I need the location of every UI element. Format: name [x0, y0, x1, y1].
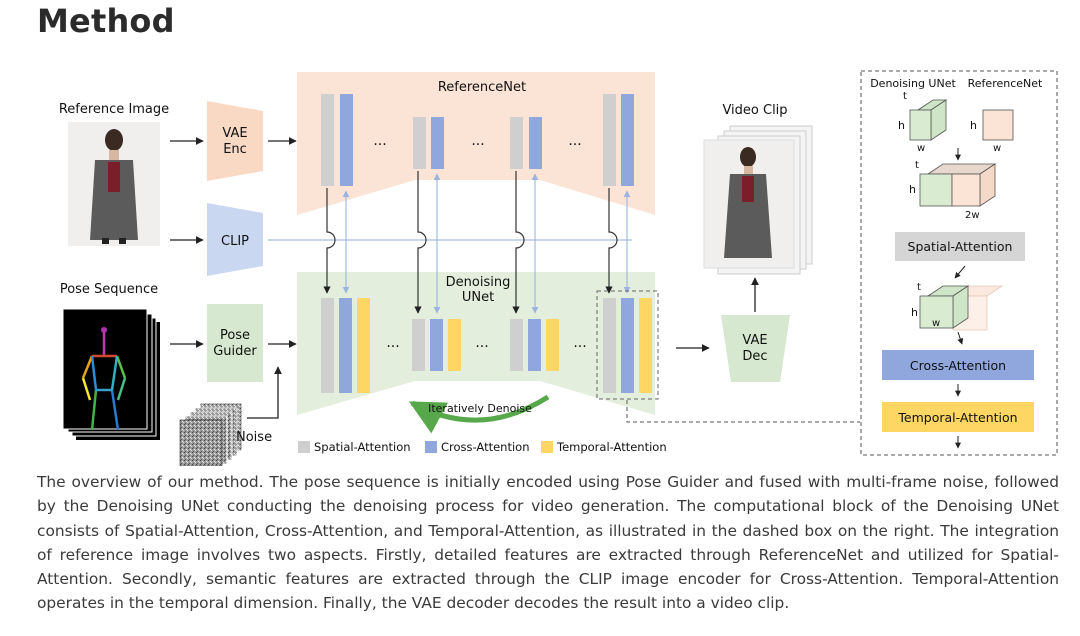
vae-dec-label-line2: Dec: [742, 349, 767, 364]
legend-cross-label: Cross-Attention: [441, 440, 530, 454]
detail-dim-h-2: h: [970, 119, 977, 132]
pose-guider-label-line1: Pose: [220, 328, 250, 343]
detail-dim-h-4: h: [911, 306, 918, 319]
unet-block-2: [412, 319, 461, 371]
detail-cross-attention-box: [882, 350, 1034, 380]
reference-image-label: Reference Image: [59, 102, 169, 117]
unet-block-dashed-highlight: [596, 290, 659, 400]
detail-spatial-attention-box: [895, 232, 1025, 261]
detail-dim-w-3: w: [932, 318, 940, 329]
iteratively-denoise-arrow: [408, 394, 550, 434]
detail-dim-t-2: t: [915, 160, 919, 171]
method-diagram: ReferenceNet Denoising UNet Reference Im…: [59, 70, 1058, 466]
detail-temporal-attention-box: [882, 402, 1034, 432]
pose-guider: [207, 304, 263, 382]
vae-decoder: [721, 315, 790, 382]
detail-referencenet-label: ReferenceNet: [968, 77, 1043, 90]
detail-concat-cube: [919, 163, 997, 207]
legend-spatial-label: Spatial-Attention: [314, 440, 411, 454]
legend-temporal-label: Temporal-Attention: [556, 440, 667, 454]
detail-dim-t-1: t: [903, 91, 907, 102]
pose-guider-label-line2: Guider: [213, 344, 257, 359]
unet-block-4: [603, 298, 652, 393]
reference-image: [68, 122, 160, 246]
detail-referencenet-square: [982, 109, 1014, 141]
legend-spatial-swatch: [298, 441, 310, 453]
referencenet-background: [297, 72, 655, 215]
referencenet-block-4: [603, 94, 634, 186]
unet-ellipsis-3: ...: [573, 335, 586, 351]
detail-temporal-attention-label: Temporal-Attention: [897, 410, 1017, 425]
denoising-unet-label-line1: Denoising: [446, 275, 511, 290]
detail-unet-cube: [909, 99, 948, 141]
unet-block-1: [321, 298, 370, 393]
detail-spatial-attention-label: Spatial-Attention: [908, 239, 1013, 254]
referencenet-block-3: [510, 117, 542, 169]
unet-ellipsis-2: ...: [475, 335, 488, 351]
denoising-unet-background: [297, 272, 655, 415]
detail-dim-w-1: w: [917, 143, 925, 154]
vae-enc-label-line1: VAE: [222, 126, 247, 141]
video-clip-label: Video Clip: [722, 103, 787, 118]
legend-temporal-swatch: [541, 441, 553, 453]
detail-spatial-output-cube: [919, 285, 1004, 331]
detail-dim-t-3: t: [917, 282, 921, 293]
detail-dim-h-3: h: [909, 183, 916, 196]
referencenet-block-2: [413, 117, 444, 169]
figure-caption: The overview of our method. The pose seq…: [37, 473, 1059, 613]
pose-sequence-stack: [62, 308, 160, 440]
vae-encoder: [207, 101, 263, 181]
referencenet-ellipsis-2: ...: [471, 133, 484, 149]
clip-label: CLIP: [221, 234, 249, 249]
method-figure: ReferenceNet Denoising UNet Reference Im…: [0, 58, 1080, 466]
legend-cross-swatch: [425, 441, 437, 453]
video-clip-stack: [703, 125, 813, 275]
referencenet-ellipsis-3: ...: [568, 133, 581, 149]
referencenet-to-unet-arrows: [323, 171, 618, 314]
referencenet-label: ReferenceNet: [438, 80, 526, 95]
iteratively-denoise-label: Iteratively Denoise: [428, 402, 532, 415]
detail-dim-2w: 2w: [965, 210, 980, 221]
vae-enc-label-line2: Enc: [223, 142, 247, 157]
detail-denoising-unet-label: Denoising UNet: [870, 77, 956, 90]
detail-cross-attention-label: Cross-Attention: [910, 358, 1006, 373]
pose-sequence-label: Pose Sequence: [60, 282, 158, 297]
noise-label: Noise: [236, 430, 272, 445]
unet-block-3: [510, 319, 559, 371]
unet-ellipsis-1: ...: [386, 335, 399, 351]
vae-dec-label-line1: VAE: [742, 333, 767, 348]
detail-dim-h-1: h: [898, 119, 905, 132]
detail-dashed-box: [860, 70, 1058, 456]
section-heading: Method: [37, 2, 175, 40]
clip-encoder: [207, 203, 263, 276]
noise-stack: [179, 402, 243, 466]
denoising-unet-label-line2: UNet: [462, 290, 494, 305]
detail-dim-w-2: w: [993, 143, 1001, 154]
referencenet-ellipsis-1: ...: [373, 133, 386, 149]
referencenet-block-1: [321, 94, 353, 186]
clip-cross-attention-arrows: [342, 173, 631, 314]
